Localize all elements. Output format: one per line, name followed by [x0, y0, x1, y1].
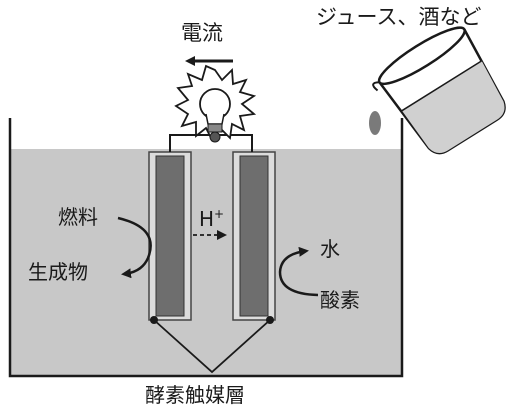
oxygen-label: 酸素: [320, 288, 360, 312]
water-label: 水: [320, 237, 340, 261]
proton-label: H+: [199, 207, 224, 231]
light-bulb-icon: [174, 64, 257, 143]
right-electrode: [232, 151, 276, 321]
oxygen-arrow: [278, 246, 319, 297]
juice-alcohol-label: ジュース、酒など: [316, 5, 481, 29]
current-label: 電流: [181, 21, 223, 45]
left-electrode: [148, 151, 192, 321]
beaker-icon: [372, 26, 506, 155]
product-label: 生成物: [28, 260, 88, 284]
drop: [369, 111, 381, 135]
container: [8, 118, 404, 378]
proton-charge: +: [214, 207, 224, 221]
fuel-label: 燃料: [58, 205, 98, 229]
enzyme-pointer-lines: [150, 316, 274, 374]
liquid: [10, 149, 402, 375]
fuel-arrow: [117, 216, 152, 279]
enzyme-layer-label: 酵素触媒層: [145, 383, 245, 407]
proton-symbol: H: [199, 207, 214, 231]
